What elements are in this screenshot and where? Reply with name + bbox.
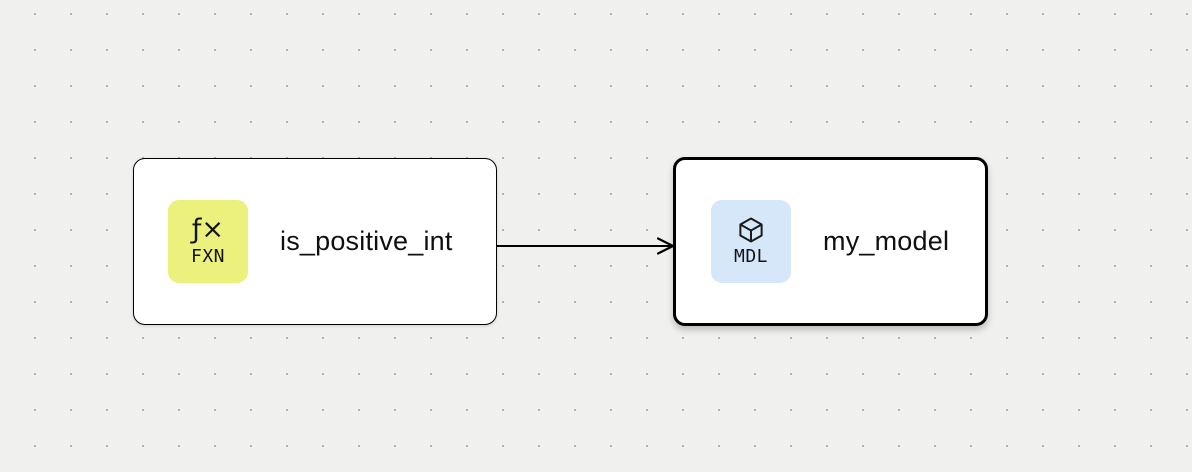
function-badge-label: FXN	[190, 245, 225, 267]
model-badge: MDL	[711, 200, 791, 283]
node-function[interactable]: ƒ× FXN is_positive_int	[133, 158, 497, 325]
model-badge-label: MDL	[733, 245, 768, 267]
function-icon: ƒ×	[191, 213, 225, 245]
cube-icon	[739, 216, 763, 243]
node-model[interactable]: MDL my_model	[673, 157, 988, 326]
model-node-label: my_model	[823, 226, 950, 256]
edge-connector[interactable]	[497, 235, 677, 257]
function-node-label: is_positive_int	[280, 226, 453, 256]
function-badge: ƒ× FXN	[168, 200, 248, 283]
